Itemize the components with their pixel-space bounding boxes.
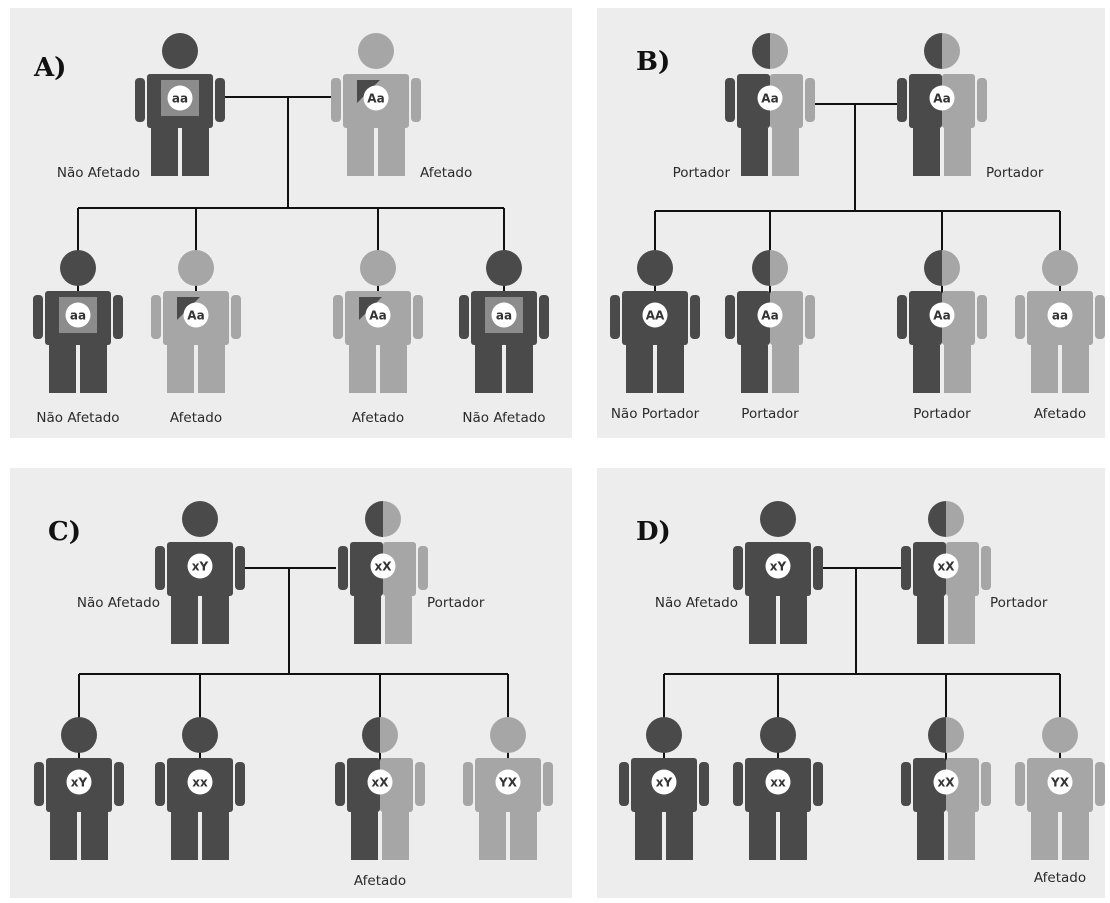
parent-label: Afetado — [420, 165, 472, 181]
child-label: Não Afetado — [36, 410, 119, 426]
panel-letter: C) — [48, 517, 81, 547]
genotype-label: aa — [70, 308, 86, 322]
parent-label: Portador — [427, 595, 485, 611]
genotype-label: aa — [496, 308, 512, 322]
parent-label: Portador — [673, 165, 731, 181]
panel-letter: D) — [636, 517, 671, 547]
child-figure: xX — [901, 717, 991, 860]
genotype-label: Aa — [367, 91, 384, 105]
parent-figure: xY — [155, 501, 245, 644]
child-label: Afetado — [170, 410, 222, 426]
parent-label: Não Afetado — [655, 595, 738, 611]
child-figure: YX — [1015, 717, 1105, 860]
parent-label: Portador — [986, 165, 1044, 181]
child-label: Afetado — [354, 873, 406, 889]
panel-letter: A) — [33, 53, 66, 83]
parent-figure: xX — [338, 501, 428, 644]
parent-label: Não Afetado — [77, 595, 160, 611]
child-figure: aa — [1015, 250, 1105, 393]
genotype-label: aa — [172, 91, 188, 105]
genotype-label: xx — [192, 775, 208, 789]
genotype-label: xX — [372, 775, 390, 789]
child-figure: xX — [335, 717, 425, 860]
child-figure: Aa — [333, 250, 423, 393]
parent-figure: Aa — [725, 33, 815, 176]
genotype-label: xY — [192, 559, 209, 573]
child-figure: xY — [619, 717, 709, 860]
child-figure: xY — [34, 717, 124, 860]
genotype-label: Aa — [369, 308, 386, 322]
child-figure: Aa — [151, 250, 241, 393]
child-label: Afetado — [1034, 406, 1086, 422]
genotype-label: Aa — [761, 91, 778, 105]
child-label: Não Portador — [611, 406, 700, 422]
child-figure: xx — [733, 717, 823, 860]
child-label: Não Afetado — [462, 410, 545, 426]
parent-figure: xX — [901, 501, 991, 644]
genotype-label: AA — [646, 308, 665, 322]
genotype-label: xX — [938, 559, 956, 573]
parent-figure: xY — [733, 501, 823, 644]
genotype-label: Aa — [933, 91, 950, 105]
genotype-label: Aa — [761, 308, 778, 322]
panel-d: D) xY Não Afetado xX Portador xY xx xX YX Afetado — [597, 468, 1105, 898]
genotype-label: xY — [71, 775, 88, 789]
child-figure: Aa — [725, 250, 815, 393]
parent-label: Não Afetado — [57, 165, 140, 181]
child-figure: YX — [463, 717, 553, 860]
genotype-label: Aa — [187, 308, 204, 322]
genotype-label: YX — [498, 775, 518, 789]
parent-figure: Aa — [331, 33, 421, 176]
child-label: Afetado — [1034, 870, 1086, 886]
genotype-label: xX — [375, 559, 393, 573]
child-figure: AA — [610, 250, 700, 393]
child-figure: Aa — [897, 250, 987, 393]
parent-figure: aa — [135, 33, 225, 176]
parent-figure: Aa — [897, 33, 987, 176]
child-figure: aa — [33, 250, 123, 393]
genotype-label: aa — [1052, 308, 1068, 322]
child-label: Portador — [913, 406, 971, 422]
child-label: Afetado — [352, 410, 404, 426]
panel-c: C) xY Não Afetado xX Portador xY xx xX Afetado YX — [10, 468, 572, 898]
child-label: Portador — [741, 406, 799, 422]
genotype-label: YX — [1050, 775, 1070, 789]
genotype-label: Aa — [933, 308, 950, 322]
genotype-label: xY — [656, 775, 673, 789]
child-figure: xx — [155, 717, 245, 860]
genotype-label: xY — [770, 559, 787, 573]
genotype-label: xX — [938, 775, 956, 789]
panel-letter: B) — [636, 47, 670, 77]
child-figure: aa — [459, 250, 549, 393]
parent-label: Portador — [990, 595, 1048, 611]
genotype-label: xx — [770, 775, 786, 789]
